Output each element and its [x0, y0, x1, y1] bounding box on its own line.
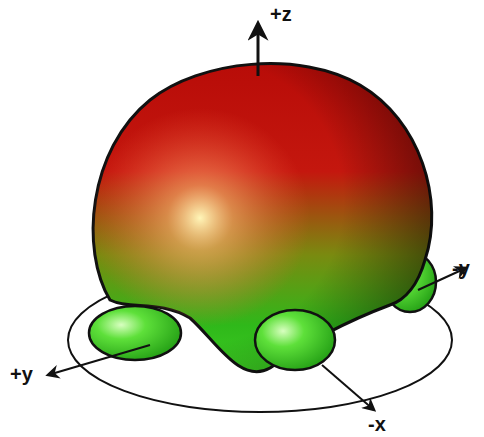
side-lobe — [255, 310, 335, 370]
axis-label: +y — [10, 364, 33, 384]
side-lobe — [89, 306, 181, 360]
axis-label: -x — [368, 414, 386, 434]
axis-label: +z — [270, 4, 292, 24]
x-axis — [322, 365, 374, 410]
axis-label: -y — [452, 258, 470, 278]
y-axis — [48, 345, 150, 375]
z-axis — [257, 24, 260, 76]
